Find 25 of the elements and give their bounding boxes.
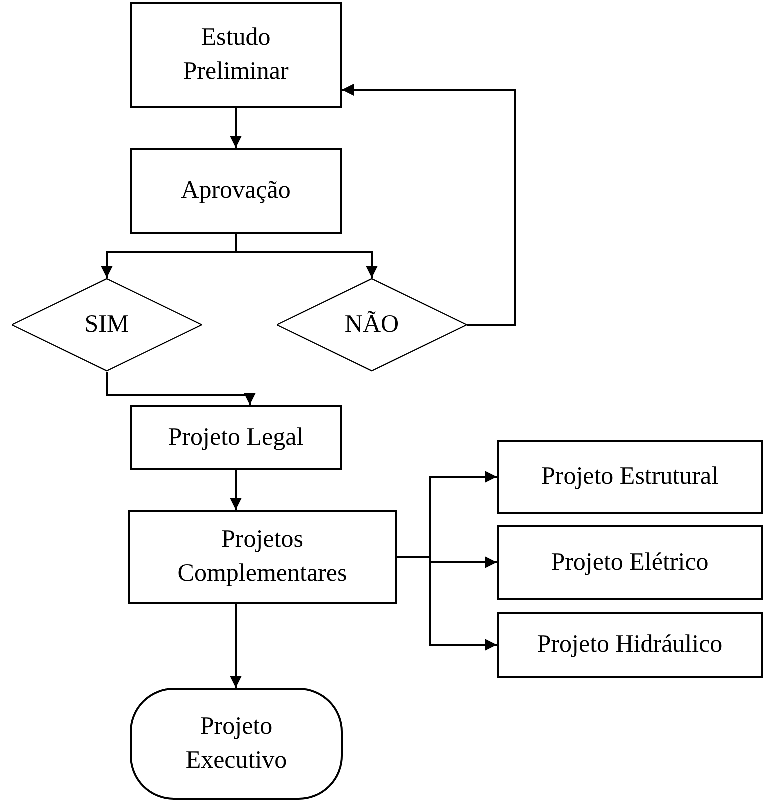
- node-label: Projeto Elétrico: [551, 548, 709, 578]
- node-label: Projeto Estrutural: [541, 462, 719, 492]
- process-box: [497, 612, 763, 678]
- terminal-shape: [130, 688, 343, 800]
- arrow: [230, 470, 242, 510]
- decision-diamond: [12, 278, 202, 372]
- node-label: SIM: [84, 310, 130, 340]
- node-label: Projetos Complementares: [176, 525, 348, 589]
- arrow: [230, 108, 242, 148]
- process-box: [130, 148, 342, 234]
- node-label: Aprovação: [181, 176, 291, 206]
- node-label: Projeto Legal: [168, 422, 304, 453]
- process-box: [128, 510, 397, 604]
- arrow: [230, 604, 242, 688]
- arrow: [342, 84, 516, 326]
- decision-diamond: [277, 278, 467, 372]
- arrow: [106, 372, 256, 405]
- process-box: [130, 405, 342, 470]
- process-box: [130, 2, 342, 108]
- process-box: [497, 440, 763, 514]
- node-label: Projeto Executivo: [184, 712, 288, 776]
- node-label: Projeto Hidráulico: [537, 630, 723, 660]
- process-box: [497, 525, 763, 600]
- node-label: NÃO: [344, 310, 400, 340]
- node-label: Estudo Preliminar: [182, 23, 290, 87]
